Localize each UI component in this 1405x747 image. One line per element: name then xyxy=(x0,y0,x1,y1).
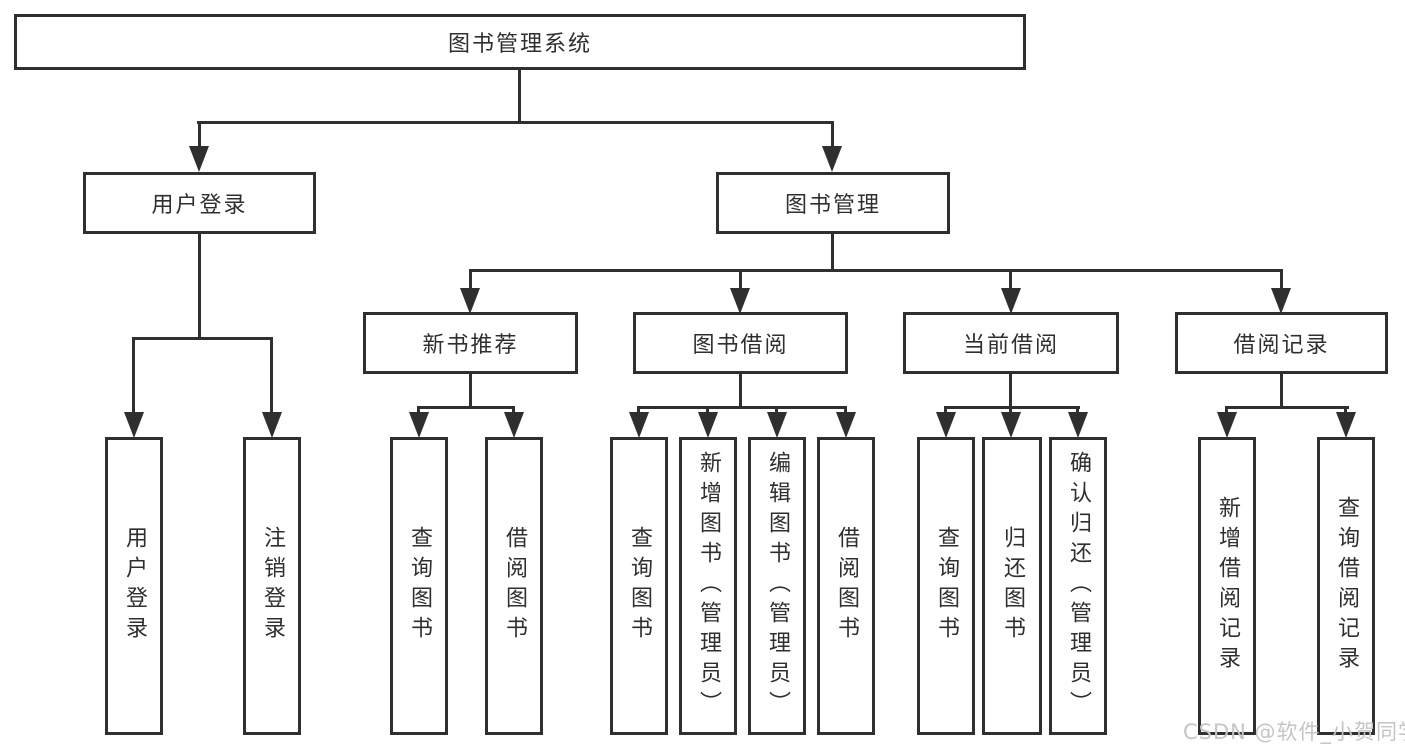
connector-line xyxy=(1280,269,1283,291)
connector-line xyxy=(831,121,834,148)
leaf-query-books-recommend: 查询图书 xyxy=(390,437,448,735)
node-current-borrow-label: 当前借阅 xyxy=(962,333,1059,358)
connector-line xyxy=(706,406,709,415)
leaf-edit-book-admin: 编辑图书（管理员） xyxy=(748,437,806,735)
connector-line xyxy=(469,374,472,408)
node-user-login-label: 用户登录 xyxy=(151,193,248,218)
node-book-management-label: 图书管理 xyxy=(784,193,881,218)
connector-line xyxy=(132,337,273,340)
leaf-logout: 注销登录 xyxy=(243,437,301,735)
connector-line xyxy=(1280,374,1283,408)
leaf-query-borrow-record: 查询借阅记录 xyxy=(1317,437,1375,735)
leaf-user-login: 用户登录 xyxy=(105,437,163,735)
leaf-add-book-admin-label: 新增图书（管理员） xyxy=(696,451,721,721)
connector-line xyxy=(775,406,778,415)
arrowhead-down-icon xyxy=(1271,288,1291,314)
leaf-query-books-recommend-label: 查询图书 xyxy=(407,526,432,646)
arrowhead-down-icon xyxy=(124,412,144,438)
leaf-borrow-books-recommend-label: 借阅图书 xyxy=(502,526,527,646)
leaf-query-books-borrow: 查询图书 xyxy=(610,437,668,735)
connector-line xyxy=(1225,406,1228,415)
arrowhead-down-icon xyxy=(629,412,649,438)
arrowhead-down-icon xyxy=(1068,412,1088,438)
leaf-add-book-admin: 新增图书（管理员） xyxy=(679,437,737,735)
arrowhead-down-icon xyxy=(189,146,209,172)
connector-line xyxy=(132,337,135,415)
leaf-borrow-books: 借阅图书 xyxy=(817,437,875,735)
watermark: CSDN @软件_小贺同学 xyxy=(1183,720,1405,744)
arrowhead-down-icon xyxy=(262,412,282,438)
leaf-borrow-books-label: 借阅图书 xyxy=(834,526,859,646)
arrowhead-down-icon xyxy=(460,288,480,314)
node-new-book-recommend-label: 新书推荐 xyxy=(422,333,519,358)
connector-line xyxy=(417,406,515,409)
node-user-login: 用户登录 xyxy=(83,172,316,234)
connector-line xyxy=(1009,374,1012,408)
connector-line xyxy=(270,337,273,415)
leaf-query-books-current: 查询图书 xyxy=(917,437,975,735)
connector-line xyxy=(469,269,472,291)
node-borrow-records-label: 借阅记录 xyxy=(1233,333,1330,358)
leaf-query-books-current-label: 查询图书 xyxy=(934,526,959,646)
connector-line xyxy=(944,406,1080,409)
node-book-borrow: 图书借阅 xyxy=(633,312,848,374)
node-new-book-recommend: 新书推荐 xyxy=(363,312,578,374)
leaf-add-borrow-record: 新增借阅记录 xyxy=(1198,437,1256,735)
leaf-edit-book-admin-label: 编辑图书（管理员） xyxy=(765,451,790,721)
leaf-query-borrow-record-label: 查询借阅记录 xyxy=(1334,496,1359,676)
connector-line xyxy=(197,121,834,124)
connector-line xyxy=(1076,406,1079,415)
node-borrow-records: 借阅记录 xyxy=(1175,312,1388,374)
connector-line xyxy=(1009,406,1012,415)
arrowhead-down-icon xyxy=(1217,412,1237,438)
arrowhead-down-icon xyxy=(504,412,524,438)
leaf-borrow-books-recommend: 借阅图书 xyxy=(485,437,543,735)
connector-line xyxy=(739,374,742,408)
arrowhead-down-icon xyxy=(1336,412,1356,438)
node-root-label: 图书管理系统 xyxy=(447,32,592,57)
connector-line xyxy=(1225,406,1349,409)
leaf-return-books-label: 归还图书 xyxy=(1000,526,1025,646)
leaf-query-books-borrow-label: 查询图书 xyxy=(627,526,652,646)
connector-line xyxy=(637,406,640,415)
connector-line xyxy=(198,121,201,148)
connector-line xyxy=(198,234,201,339)
arrowhead-down-icon xyxy=(730,288,750,314)
arrowhead-down-icon xyxy=(698,412,718,438)
node-book-management: 图书管理 xyxy=(716,172,950,234)
connector-line xyxy=(1344,406,1347,415)
connector-line xyxy=(512,406,515,415)
node-current-borrow: 当前借阅 xyxy=(903,312,1119,374)
leaf-confirm-return-admin-label: 确认归还（管理员） xyxy=(1066,451,1091,721)
connector-line xyxy=(844,406,847,415)
arrowhead-down-icon xyxy=(822,146,842,172)
connector-line xyxy=(417,406,420,415)
arrowhead-down-icon xyxy=(1001,412,1021,438)
leaf-confirm-return-admin: 确认归还（管理员） xyxy=(1049,437,1107,735)
connector-line xyxy=(1009,269,1012,291)
leaf-add-borrow-record-label: 新增借阅记录 xyxy=(1215,496,1240,676)
leaf-return-books: 归还图书 xyxy=(982,437,1042,735)
node-root: 图书管理系统 xyxy=(14,14,1026,70)
arrowhead-down-icon xyxy=(767,412,787,438)
arrowhead-down-icon xyxy=(936,412,956,438)
leaf-user-login-label: 用户登录 xyxy=(122,526,147,646)
arrowhead-down-icon xyxy=(409,412,429,438)
connector-line xyxy=(831,234,834,271)
arrowhead-down-icon xyxy=(1001,288,1021,314)
arrowhead-down-icon xyxy=(836,412,856,438)
node-book-borrow-label: 图书借阅 xyxy=(692,333,789,358)
connector-line xyxy=(739,269,742,291)
connector-line xyxy=(944,406,947,415)
connector-line xyxy=(518,70,521,122)
connector-line xyxy=(637,406,847,409)
connector-line xyxy=(469,269,1283,272)
leaf-logout-label: 注销登录 xyxy=(260,526,285,646)
